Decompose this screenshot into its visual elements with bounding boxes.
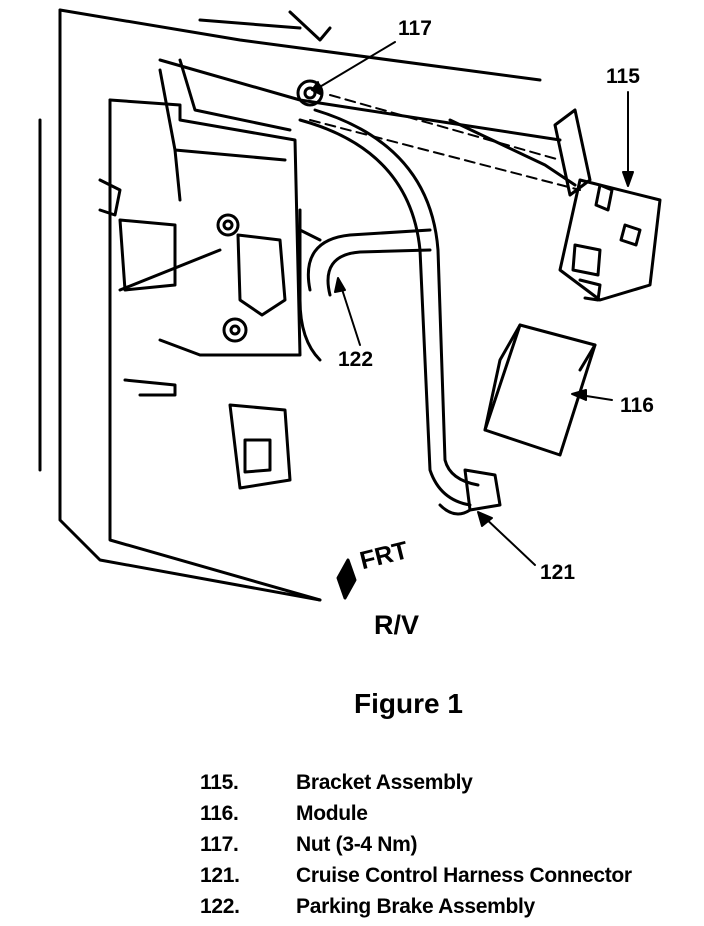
callout-121: 121 — [540, 561, 576, 584]
legend-row: 121. Cruise Control Harness Connector — [200, 860, 700, 891]
legend-description: Module — [296, 802, 368, 825]
legend-description: Bracket Assembly — [296, 771, 473, 794]
panel-nuts — [216, 213, 248, 343]
legend-description: Cruise Control Harness Connector — [296, 864, 632, 887]
callout-115: 115 — [606, 65, 640, 88]
module-116-drawing — [483, 323, 597, 457]
legend-description: Parking Brake Assembly — [296, 895, 535, 918]
parts-legend: 115. Bracket Assembly 116. Module 117. N… — [200, 767, 700, 922]
legend-row: 115. Bracket Assembly — [200, 767, 700, 798]
upper-rail — [58, 8, 562, 292]
legend-number: 121. — [200, 864, 240, 887]
legend-row: 116. Module — [200, 798, 700, 829]
legend-number: 115. — [200, 771, 239, 794]
legend-row: 122. Parking Brake Assembly — [200, 891, 700, 922]
callout-116: 116 — [620, 394, 654, 417]
parking-brake-drawing — [298, 208, 432, 362]
legend-description: Nut (3-4 Nm) — [296, 833, 418, 856]
harness-cable-drawing — [298, 108, 480, 507]
leader-lines — [311, 41, 634, 566]
legend-number: 122. — [200, 895, 240, 918]
legend-number: 117. — [200, 833, 239, 856]
panel-outline — [38, 8, 322, 602]
legend-row: 117. Nut (3-4 Nm) — [200, 829, 700, 860]
assembly-line-drawing — [38, 8, 662, 602]
callout-117: 117 — [398, 17, 432, 40]
figure-caption: Figure 1 — [354, 688, 463, 719]
bracket-115-drawing — [448, 108, 662, 302]
callout-122: 122 — [338, 348, 374, 371]
alignment-lines — [309, 94, 581, 191]
legend-number: 116. — [200, 802, 239, 825]
connector-121-drawing — [438, 468, 502, 516]
front-arrow-icon — [336, 558, 357, 600]
nut-117-drawing — [296, 79, 324, 107]
view-label: R/V — [374, 610, 420, 640]
